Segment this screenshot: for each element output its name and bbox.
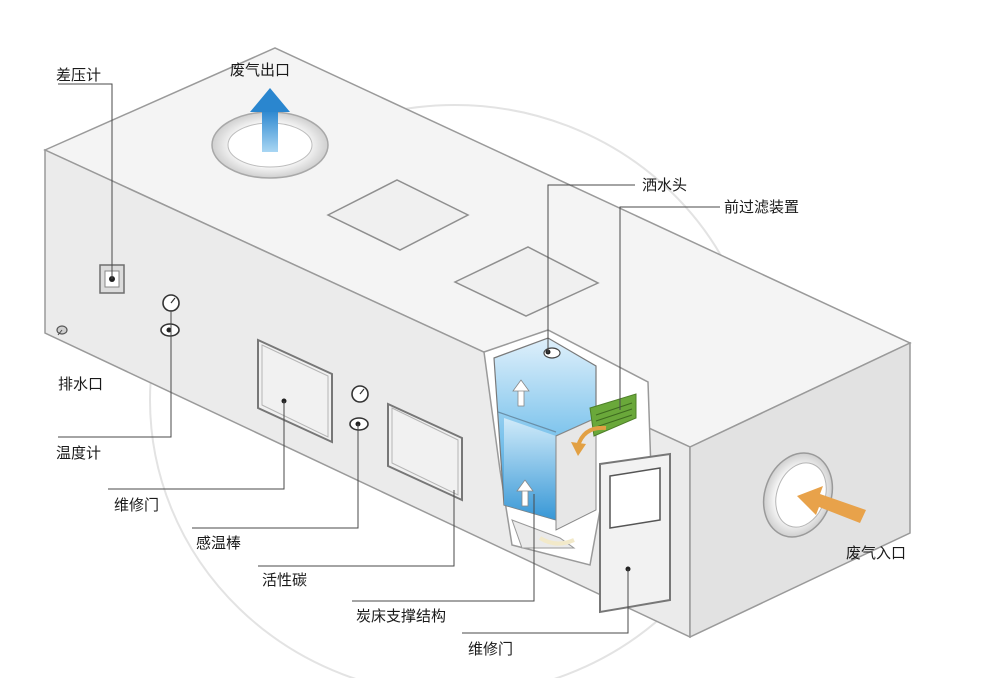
- label-carbon-bed-support: 炭床支撑结构: [356, 607, 446, 625]
- label-exhaust-inlet: 废气入口: [846, 544, 906, 562]
- label-pressure-gauge: 差压计: [56, 66, 101, 84]
- exhaust-inlet-arrow-icon: [797, 486, 866, 523]
- label-service-door-front: 维修门: [468, 640, 513, 658]
- label-activated-carbon: 活性碳: [262, 571, 307, 589]
- exhaust-outlet-arrow-icon: [250, 88, 290, 152]
- activated-carbon-panel: [387, 402, 463, 502]
- service-door-left-panel: [257, 338, 333, 444]
- label-pre-filter: 前过滤装置: [724, 198, 799, 216]
- airflow-bottom-arrow-icon: [538, 536, 575, 546]
- airflow-up-arrow-lower-icon: [516, 479, 534, 507]
- leader-lines: [57, 83, 720, 634]
- airflow-curve-arrow-icon: [571, 425, 607, 456]
- top-hatch-1: [326, 179, 470, 251]
- sprinkler-head-device: [543, 347, 561, 359]
- label-drain-outlet: 排水口: [58, 375, 103, 393]
- top-hatch-2: [453, 246, 600, 317]
- temp-sensor-device: [349, 385, 369, 431]
- label-sprinkler-head: 洒水头: [642, 176, 687, 194]
- label-temp-sensor-rod: 感温棒: [196, 534, 241, 552]
- service-door-front-panel: [599, 452, 671, 614]
- airflow-up-arrow-icon: [512, 379, 530, 407]
- label-thermometer: 温度计: [56, 444, 101, 462]
- label-exhaust-outlet: 废气出口: [230, 61, 290, 79]
- label-service-door-left: 维修门: [114, 496, 159, 514]
- thermometer-device-left: [160, 294, 180, 337]
